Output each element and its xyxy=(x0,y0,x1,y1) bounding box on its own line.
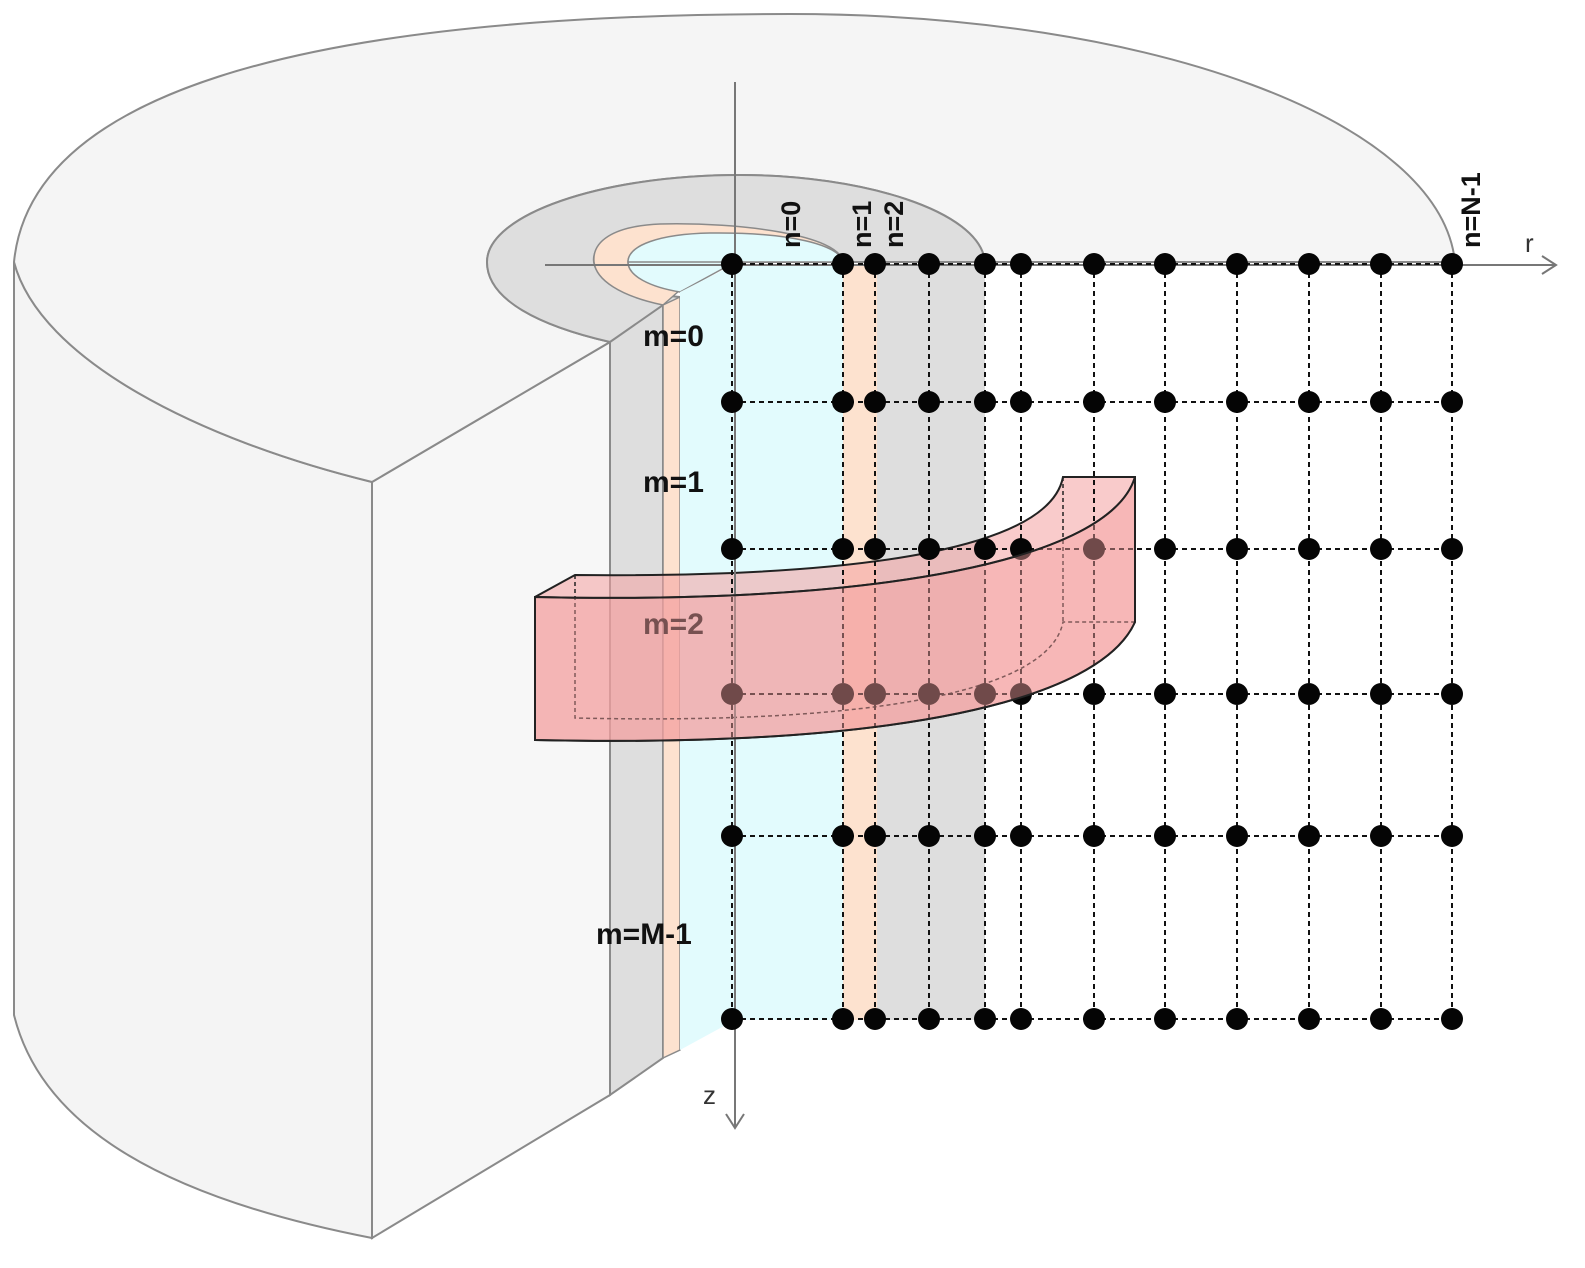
grid-node xyxy=(1154,391,1176,413)
grid-node xyxy=(1083,538,1105,560)
grid-node xyxy=(1441,683,1463,705)
grid-node xyxy=(918,391,940,413)
grid-node xyxy=(1154,1008,1176,1030)
grid-node xyxy=(1226,825,1248,847)
grid-node xyxy=(1010,538,1032,560)
highlight-band-front xyxy=(534,476,1136,742)
grid-node xyxy=(832,825,854,847)
grid-node xyxy=(1010,391,1032,413)
grid-node xyxy=(918,825,940,847)
grid-node xyxy=(721,538,743,560)
grid-node xyxy=(918,1008,940,1030)
row-labels: m=0 m=1 m=2 m=M-1 xyxy=(596,320,704,951)
grid-node xyxy=(1370,683,1392,705)
grid-node xyxy=(1441,391,1463,413)
grid-node xyxy=(721,683,743,705)
grid-node xyxy=(1298,253,1320,275)
grid-node xyxy=(721,1008,743,1030)
grid-node xyxy=(1154,825,1176,847)
grid-node xyxy=(1010,1008,1032,1030)
grid-node xyxy=(1298,683,1320,705)
grid-node xyxy=(1370,253,1392,275)
grid-node xyxy=(832,683,854,705)
r-axis-arrowhead xyxy=(1541,255,1558,275)
grid-node xyxy=(1010,825,1032,847)
grid-node xyxy=(832,1008,854,1030)
grid-node xyxy=(1083,253,1105,275)
grid-node xyxy=(1226,391,1248,413)
grid-node xyxy=(1226,683,1248,705)
grid-node xyxy=(1370,1008,1392,1030)
grid-node xyxy=(918,683,940,705)
grid-node xyxy=(974,1008,996,1030)
grid-node xyxy=(1154,538,1176,560)
grid-node xyxy=(864,825,886,847)
grid-node xyxy=(1370,538,1392,560)
grid-node xyxy=(721,391,743,413)
grid-node xyxy=(1083,1008,1105,1030)
row-label: m=2 xyxy=(643,608,704,641)
grid-node xyxy=(1298,825,1320,847)
grid-node xyxy=(1226,538,1248,560)
grid-node xyxy=(864,683,886,705)
grid-node xyxy=(1441,253,1463,275)
grid-node xyxy=(832,391,854,413)
grid-nodes xyxy=(721,253,1463,1030)
grid-node xyxy=(918,253,940,275)
grid-node xyxy=(864,253,886,275)
grid-node xyxy=(1298,538,1320,560)
grid-node xyxy=(974,391,996,413)
grid-node xyxy=(974,683,996,705)
grid-node xyxy=(974,253,996,275)
grid-node xyxy=(974,825,996,847)
row-label: m=0 xyxy=(643,320,704,353)
outer-cylinder-cut-face-left xyxy=(371,340,611,1240)
grid-node xyxy=(1226,253,1248,275)
grid-node xyxy=(864,538,886,560)
grid-node xyxy=(1441,825,1463,847)
grid-node xyxy=(1083,391,1105,413)
grid-node xyxy=(918,538,940,560)
grid-node xyxy=(1441,538,1463,560)
column-label: n=2 xyxy=(879,201,909,248)
z-axis-arrowhead xyxy=(725,1113,745,1130)
grid-node xyxy=(1298,1008,1320,1030)
grid-node xyxy=(1083,825,1105,847)
grid-node xyxy=(832,538,854,560)
grid-node xyxy=(864,391,886,413)
grid-node xyxy=(1226,1008,1248,1030)
r-axis-label: r xyxy=(1525,228,1534,258)
column-label: n=1 xyxy=(847,201,877,248)
grid-node xyxy=(1083,683,1105,705)
grid-node xyxy=(721,825,743,847)
row-label: m=M-1 xyxy=(596,918,692,951)
grid-node xyxy=(1154,683,1176,705)
grid-node xyxy=(1298,391,1320,413)
grid-node xyxy=(832,253,854,275)
z-axis-label: z xyxy=(703,1080,716,1110)
grid-node xyxy=(974,538,996,560)
grid-node xyxy=(1441,1008,1463,1030)
column-label: n=0 xyxy=(776,201,806,248)
grid-node xyxy=(864,1008,886,1030)
grid-node xyxy=(1370,391,1392,413)
column-label: n=N-1 xyxy=(1456,172,1486,248)
grid-node xyxy=(1154,253,1176,275)
grid-node xyxy=(721,253,743,275)
grid-node xyxy=(1370,825,1392,847)
grid-node xyxy=(1010,253,1032,275)
row-label: m=1 xyxy=(643,466,704,499)
